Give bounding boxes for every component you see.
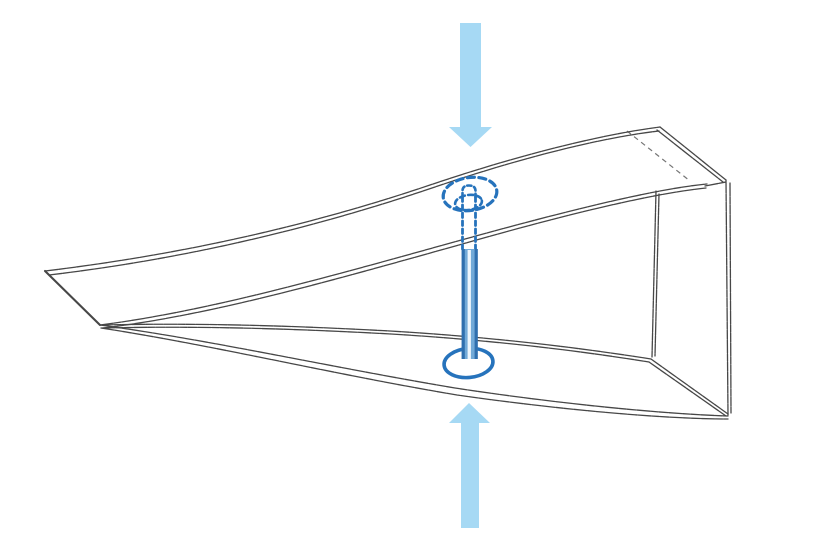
- wedge-near-top-edge: [99, 183, 708, 326]
- arrow-up-icon: [449, 403, 490, 528]
- backface-right-edge: [725, 179, 729, 416]
- screw-pin: [441, 175, 499, 380]
- dashed-counterbore-ellipse: [453, 193, 484, 212]
- pin-shaft-highlight: [467, 250, 471, 359]
- backface-top-edge-inner: [656, 129, 724, 183]
- wedge-far-bottom-edge: [99, 323, 652, 360]
- top-fold-hidden-edge: [626, 130, 691, 182]
- curved-wedge-wireframe: [43, 126, 732, 420]
- backface-far-edge-inner: [654, 193, 660, 357]
- backface-right-edge-inner: [729, 182, 732, 414]
- wedge-far-bottom-edge-inner: [101, 326, 650, 363]
- wedge-near-top-corner-joint: [704, 181, 727, 187]
- backface-bottom-edge: [650, 358, 729, 415]
- wedge-far-top-edge-inner: [48, 130, 660, 276]
- backface-bottom-edge-inner: [648, 361, 727, 417]
- pin-hidden-cap: [461, 184, 477, 199]
- backface-far-edge: [651, 190, 657, 358]
- wedge-near-bottom-edge: [99, 324, 729, 417]
- wedge-bottom-rim-edge: [100, 327, 729, 420]
- wedge-tip-edge: [43, 269, 102, 327]
- arrow-down-icon: [449, 23, 492, 147]
- wedge-near-top-edge-inner: [102, 187, 707, 329]
- backface-top-edge: [659, 126, 727, 181]
- wedge-far-top-edge: [44, 126, 661, 272]
